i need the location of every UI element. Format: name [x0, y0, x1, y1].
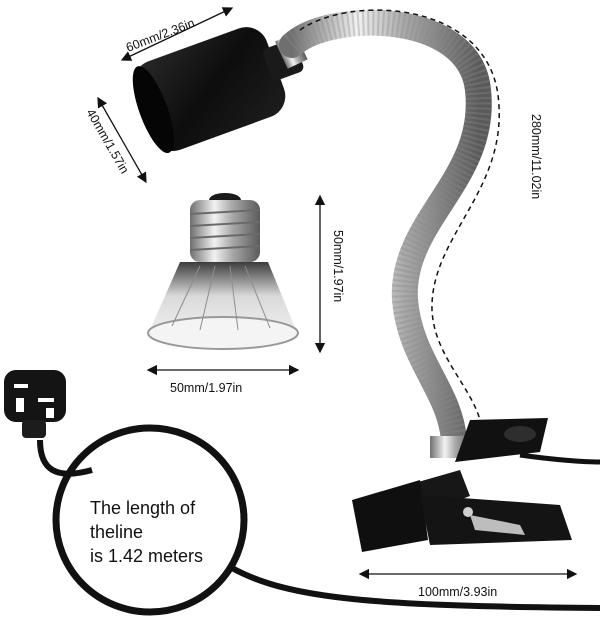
holder-diameter-label: 40mm/1.57in: [83, 107, 131, 177]
clamp-icon: [352, 418, 572, 552]
cord-length-line-3: is 1.42 meters: [90, 546, 204, 566]
bulb-width-label: 50mm/1.97in: [170, 381, 242, 395]
clamp-width-label: 100mm/3.93in: [418, 585, 497, 599]
power-cord: [37, 424, 600, 616]
cord-length-line-2: theline: [90, 522, 144, 542]
gooseneck-length-label: 280mm/11.02in: [529, 114, 543, 199]
dimension-lines: [97, 7, 578, 580]
cord-length-line-1: The length of: [90, 498, 196, 518]
bulb-height-label: 50mm/1.97in: [331, 230, 345, 302]
gooseneck-arm: [279, 9, 492, 453]
uk-plug-icon: [4, 370, 66, 438]
bulb-icon: [147, 193, 299, 350]
